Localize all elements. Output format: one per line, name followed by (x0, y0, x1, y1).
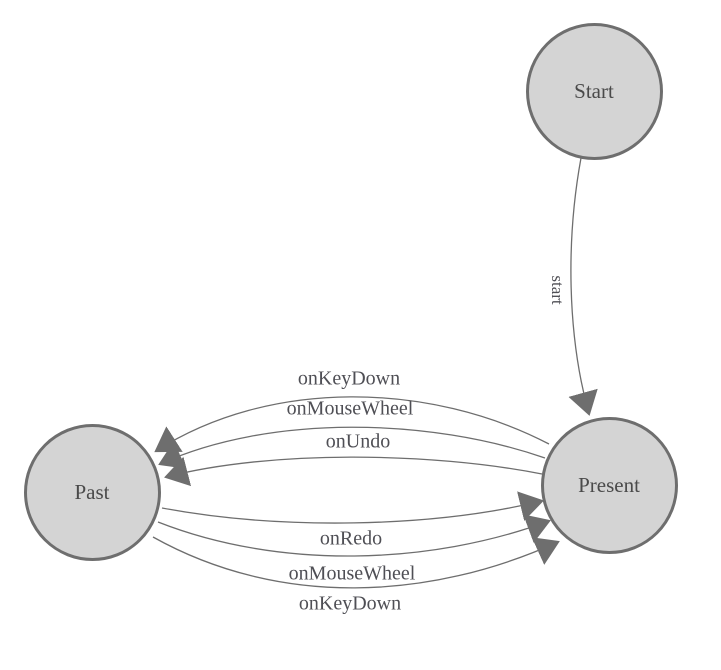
edge-present-to-past-onundo (164, 456, 543, 487)
node-present-label: Present (578, 472, 640, 497)
node-past[interactable]: Past (23, 423, 161, 561)
node-past-label: Past (74, 479, 110, 504)
edge-past-to-present-onredo (161, 491, 544, 524)
edge-start-to-present (568, 157, 598, 416)
edge-past-to-present-onmousewheel (157, 514, 551, 557)
edge-label-onmousewheel-bottom: onMouseWheel (288, 562, 416, 585)
edge-label-onmousewheel-top: onMouseWheel (286, 397, 414, 420)
node-present[interactable]: Present (540, 416, 678, 554)
edge-label-onredo: onRedo (319, 527, 383, 550)
edge-label-onkeydown-top: onKeyDown (297, 367, 401, 390)
edge-label-onkeydown-bottom: onKeyDown (298, 592, 402, 615)
edge-present-to-past-onkeydown (154, 396, 550, 453)
edge-past-to-present-onkeydown (152, 536, 560, 589)
edge-present-to-past-onmousewheel (158, 426, 546, 469)
edge-label-start: start (548, 275, 567, 305)
edge-label-onundo: onUndo (325, 430, 391, 453)
node-start[interactable]: Start (525, 22, 663, 160)
node-start-label: Start (574, 78, 614, 103)
